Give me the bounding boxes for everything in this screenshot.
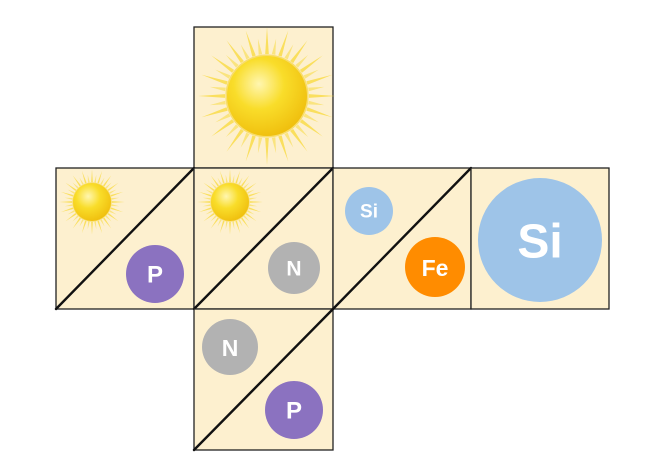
element-badge-si: Si (478, 178, 602, 302)
face-diagonal (54, 166, 196, 311)
element-badge-label: Si (360, 202, 378, 223)
sun-disc (227, 56, 307, 136)
sun-disc (211, 183, 249, 221)
element-badge-label: Si (517, 216, 562, 269)
element-badge-p: P (265, 381, 323, 439)
sun-icon (59, 169, 125, 235)
element-badge-circle (405, 237, 465, 297)
element-badge-label: P (147, 262, 163, 289)
element-badge-circle (478, 178, 602, 302)
element-badge-p: P (126, 245, 184, 303)
face-diagonal (192, 166, 335, 311)
sun-rays (59, 169, 125, 235)
element-badge-circle (265, 381, 323, 439)
element-badge-n: N (202, 319, 258, 375)
element-badge-label: N (286, 258, 301, 281)
sun-disc (73, 183, 111, 221)
element-badge-circle (202, 319, 258, 375)
net-face-center (192, 166, 335, 311)
face-diagonal (331, 166, 473, 311)
element-badge-circle (126, 245, 184, 303)
element-badge-circle (268, 242, 320, 294)
sun-rays (198, 27, 336, 165)
sun-icon (198, 27, 336, 165)
element-badge-si: Si (345, 187, 393, 235)
face-diagonal (192, 307, 335, 452)
element-badge-label: Fe (422, 255, 449, 281)
element-badge-fe: Fe (405, 237, 465, 297)
element-badge-label: P (286, 398, 302, 425)
element-badge-label: N (222, 335, 239, 361)
sun-rays (197, 169, 263, 235)
element-badge-n: N (268, 242, 320, 294)
element-badge-circle (345, 187, 393, 235)
sun-icon (197, 169, 263, 235)
